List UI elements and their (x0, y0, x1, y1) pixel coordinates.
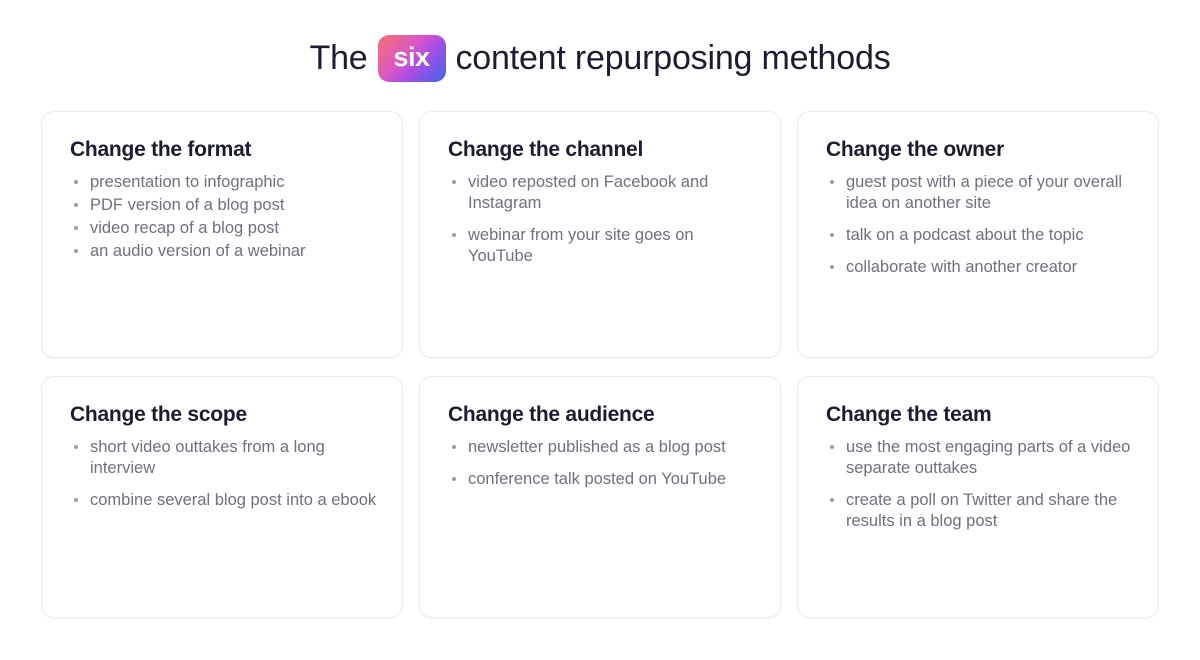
list-item: create a poll on Twitter and share the r… (826, 490, 1136, 532)
list-item: presentation to infographic (70, 172, 380, 193)
list-item: use the most engaging parts of a video s… (826, 437, 1136, 479)
method-card-change-the-team: Change the team use the most engaging pa… (797, 376, 1159, 618)
title-suffix: content repurposing methods (455, 39, 891, 77)
method-card-change-the-audience: Change the audience newsletter published… (419, 376, 781, 618)
list-item: short video outtakes from a long intervi… (70, 437, 380, 479)
list-item: collaborate with another creator (826, 257, 1136, 278)
card-title: Change the format (70, 138, 252, 161)
method-card-change-the-format: Change the format presentation to infogr… (41, 111, 403, 358)
list-item: combine several blog post into a ebook (70, 490, 380, 511)
methods-grid: Change the format presentation to infogr… (41, 111, 1159, 618)
card-list: newsletter published as a blog post conf… (448, 437, 758, 490)
list-item: conference talk posted on YouTube (448, 469, 758, 490)
list-item: guest post with a piece of your overall … (826, 172, 1136, 214)
card-title: Change the channel (448, 138, 644, 161)
card-list: presentation to infographic PDF version … (70, 172, 380, 262)
list-item: an audio version of a webinar (70, 241, 380, 262)
list-item: newsletter published as a blog post (448, 437, 758, 458)
list-item: PDF version of a blog post (70, 195, 380, 216)
list-item: video recap of a blog post (70, 218, 380, 239)
card-title: Change the scope (70, 403, 247, 426)
card-list: use the most engaging parts of a video s… (826, 437, 1136, 532)
list-item: webinar from your site goes on YouTube (448, 225, 758, 267)
card-list: guest post with a piece of your overall … (826, 172, 1136, 278)
method-card-change-the-scope: Change the scope short video outtakes fr… (41, 376, 403, 618)
card-list: video reposted on Facebook and Instagram… (448, 172, 758, 267)
card-title: Change the owner (826, 138, 1005, 161)
title-prefix: The (309, 39, 368, 77)
six-badge: six (377, 34, 446, 82)
card-title: Change the audience (448, 403, 655, 426)
badge-label: six (393, 41, 430, 72)
list-item: video reposted on Facebook and Instagram (448, 172, 758, 214)
card-list: short video outtakes from a long intervi… (70, 437, 380, 511)
card-title: Change the team (826, 403, 992, 426)
method-card-change-the-channel: Change the channel video reposted on Fac… (419, 111, 781, 358)
page-title: The six content repurposing methods (0, 30, 1200, 86)
list-item: talk on a podcast about the topic (826, 225, 1136, 246)
method-card-change-the-owner: Change the owner guest post with a piece… (797, 111, 1159, 358)
